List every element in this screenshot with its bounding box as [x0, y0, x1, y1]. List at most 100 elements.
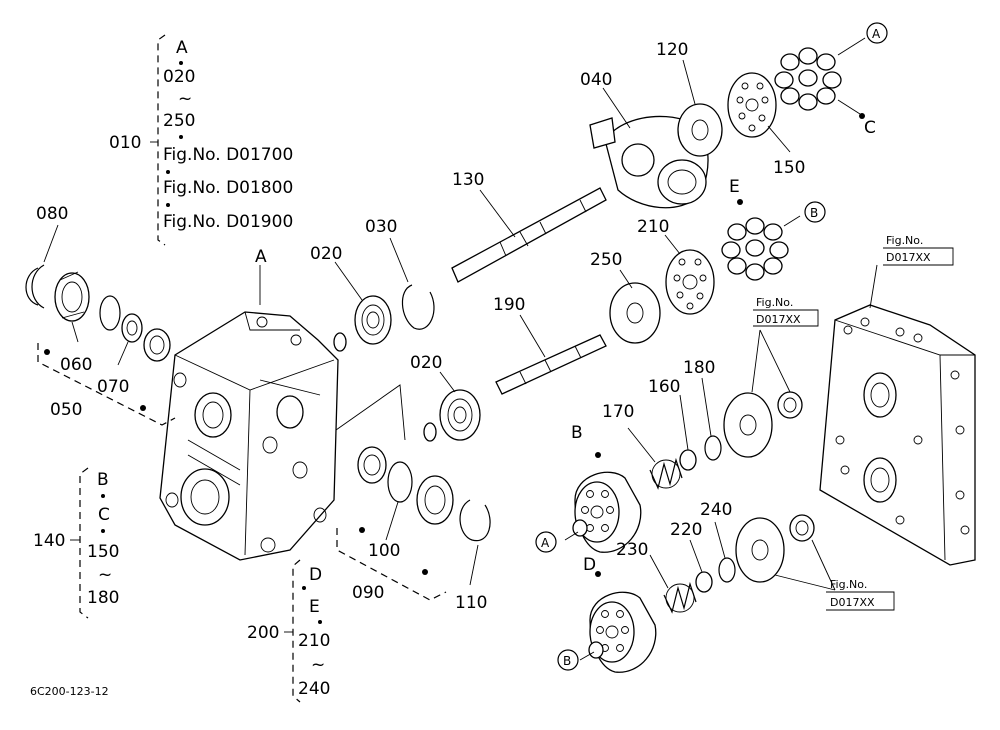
seal-group-050: [25, 264, 171, 362]
label-e: E: [729, 177, 740, 197]
washer-220: [695, 571, 713, 593]
leader-230: [649, 554, 669, 589]
letter-b-top: B: [810, 206, 818, 220]
group140-item-3: ~: [98, 565, 112, 585]
leader-b-top: [783, 215, 801, 227]
washer-160: [679, 449, 697, 471]
snap-ring-030: [401, 284, 435, 330]
leader-170: [627, 427, 656, 463]
group140-item-4: 180: [87, 588, 119, 608]
figref-box-low: [826, 591, 895, 611]
plate-120: [677, 103, 723, 157]
figref-mid-line2: D017XX: [756, 313, 801, 326]
label-110: 110: [455, 593, 487, 613]
letter-a-lower: A: [541, 536, 550, 550]
group200-item-1: E: [309, 597, 320, 617]
label-250: 250: [590, 250, 622, 270]
label-130: 130: [452, 170, 484, 190]
dot-c: [859, 113, 865, 119]
group200-item-0: D: [309, 565, 322, 585]
label-030: 030: [365, 217, 397, 237]
leader-a-lower: [564, 531, 579, 541]
dot-e: [737, 199, 743, 205]
group010-item-6: Fig.No. D01900: [163, 212, 293, 232]
leader-110: [469, 544, 479, 586]
leader-070: [117, 341, 129, 366]
shaft-190: [495, 334, 607, 395]
leader-060: [71, 321, 79, 343]
bracket-010: [157, 34, 166, 246]
sep-010-c: [166, 170, 170, 174]
bracket-090: [336, 528, 447, 601]
circle-b-top: [804, 201, 826, 223]
leader-080: [43, 224, 59, 263]
washer-250-hole: [626, 302, 644, 324]
label-a-housing: A: [255, 247, 267, 267]
dot-060: [44, 349, 50, 355]
leader-c: [837, 99, 861, 115]
group140-item-0: B: [97, 470, 109, 490]
dot-090: [359, 527, 365, 533]
label-120: 120: [656, 40, 688, 60]
figref-right-line1: Fig.No.: [886, 234, 923, 247]
leader-b-lower: [579, 651, 595, 661]
leader-220: [689, 539, 703, 573]
leader-020-lower: [439, 371, 456, 393]
label-010: 010: [109, 133, 141, 153]
bearing-020-top: [333, 295, 392, 352]
label-160: 160: [648, 377, 680, 397]
bracket-200: [292, 559, 301, 703]
port-plate-150: [727, 72, 777, 138]
circle-b-lower: [557, 649, 579, 671]
port-plate-210: [665, 249, 715, 315]
sep-010-d: [166, 203, 170, 207]
group010-item-1: 020: [163, 67, 195, 87]
label-230: 230: [616, 540, 648, 560]
label-210: 210: [637, 217, 669, 237]
label-170: 170: [602, 402, 634, 422]
group200-item-3: ~: [311, 655, 325, 675]
letter-b-lower: B: [563, 654, 571, 668]
bearing-020-lower: [423, 389, 481, 442]
cylinder-block-b: [572, 471, 642, 553]
letter-a-top: A: [872, 27, 881, 41]
dot-100: [422, 569, 428, 575]
sep-010-b: [179, 135, 183, 139]
label-020-lower: 020: [410, 353, 442, 373]
leader-cover: [869, 264, 878, 309]
figref-mid-line1: Fig.No.: [756, 296, 793, 309]
group010-item-4: Fig.No. D01700: [163, 145, 293, 165]
group010-item-2: ~: [178, 89, 192, 109]
leader-250: [619, 269, 633, 289]
dot-b: [595, 452, 601, 458]
circle-a-top: [866, 22, 888, 44]
bracket-050: [37, 343, 176, 426]
leader-210: [664, 234, 681, 255]
leader-180: [701, 377, 712, 437]
label-020-top: 020: [310, 244, 342, 264]
group010-item-5: Fig.No. D01800: [163, 178, 293, 198]
leader-mid-fig: [751, 329, 791, 393]
group140-item-1: C: [98, 505, 110, 525]
shaft-130: [451, 187, 607, 283]
ring-240: [718, 557, 736, 583]
sep-140-a: [101, 494, 105, 498]
label-b: B: [571, 423, 583, 443]
label-070: 070: [97, 377, 129, 397]
piston-bundle-e: [721, 217, 789, 281]
cover-plate: [819, 304, 976, 566]
circle-a-lower: [535, 531, 557, 553]
figref-box-right: [883, 247, 954, 266]
label-200: 200: [247, 623, 279, 643]
diagram-code: 6C200-123-12: [30, 685, 109, 698]
figref-low-line1: Fig.No.: [830, 578, 867, 591]
spring-230: [663, 581, 697, 614]
label-140: 140: [33, 531, 65, 551]
leader-240: [714, 521, 726, 559]
leader-040: [602, 87, 631, 129]
guide-line: [335, 384, 406, 441]
group010-item-0: A: [176, 38, 188, 58]
figref-right-line2: D017XX: [886, 251, 931, 264]
